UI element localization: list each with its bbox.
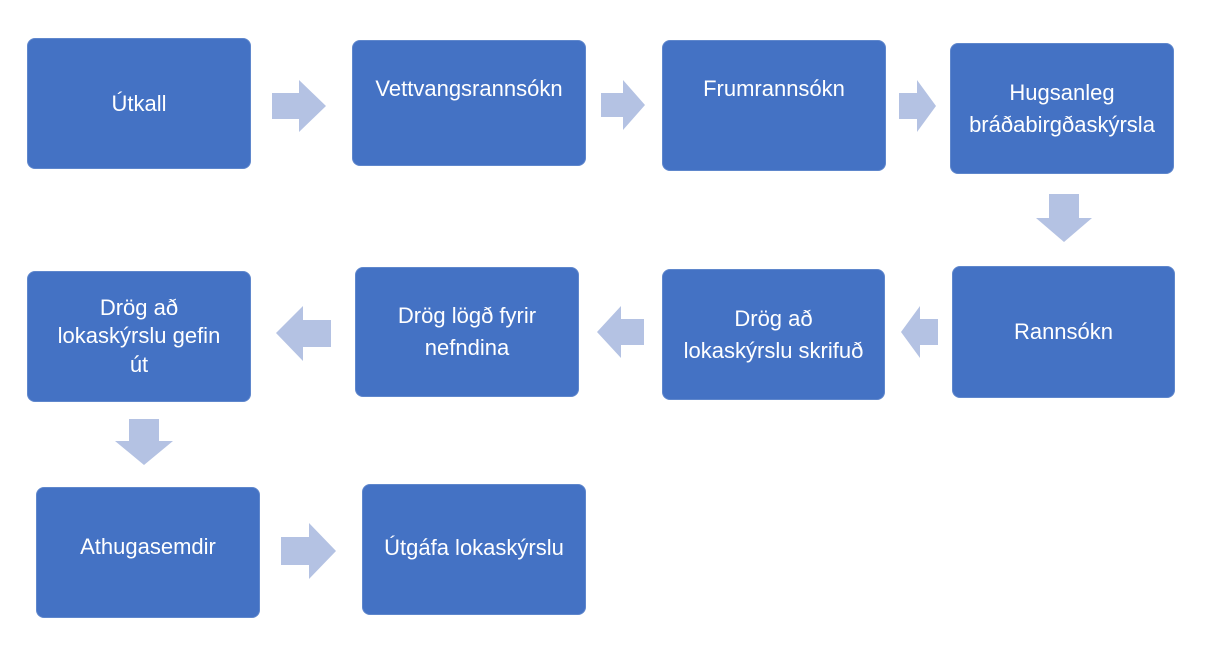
step-label: Útkall bbox=[111, 90, 167, 116]
step-utkall: Útkall bbox=[27, 38, 251, 169]
arrow-down-icon bbox=[1036, 194, 1092, 242]
step-drog-ad-lokaskyrslu-skrifud: Drög að lokaskýrslu skrifuð bbox=[662, 269, 885, 400]
arrow-right-icon bbox=[281, 523, 336, 579]
arrow-left-icon bbox=[597, 306, 644, 358]
step-drog-ad-lokaskyrslu-gefin-ut: Drög að lokaskýrslu gefin út bbox=[27, 271, 251, 402]
step-drog-logd-fyrir-nefndina: Drög lögð fyrir nefndina bbox=[355, 267, 579, 397]
step-label: Athugasemdir bbox=[80, 534, 216, 559]
step-vettvangsrannsokn: Vettvangsrannsókn bbox=[352, 40, 586, 166]
arrow-right-icon bbox=[272, 80, 326, 132]
step-label: Hugsanleg bráðabirgðaskýrsla bbox=[969, 79, 1155, 137]
step-label: Drög lögð fyrir nefndina bbox=[397, 303, 537, 360]
step-label: Vettvangsrannsókn bbox=[375, 76, 563, 101]
step-label: Frumrannsókn bbox=[703, 76, 845, 101]
arrow-down-icon bbox=[115, 419, 173, 465]
arrow-right-icon bbox=[899, 80, 936, 132]
step-rannsokn: Rannsókn bbox=[952, 266, 1175, 398]
step-label: Drög að lokaskýrslu gefin út bbox=[57, 294, 221, 377]
step-label: Rannsókn bbox=[1013, 319, 1114, 345]
step-label: Útgáfa lokaskýrslu bbox=[384, 535, 564, 560]
step-athugasemdir: Athugasemdir bbox=[36, 487, 260, 618]
step-hugsanleg-bradabirgdaskyrsla: Hugsanleg bráðabirgðaskýrsla bbox=[950, 43, 1174, 174]
step-utgafa-lokaskyrslu: Útgáfa lokaskýrslu bbox=[362, 484, 586, 615]
arrow-right-icon bbox=[601, 80, 645, 130]
step-label: Drög að lokaskýrslu skrifuð bbox=[683, 305, 864, 363]
arrow-left-icon bbox=[901, 306, 938, 358]
arrow-left-icon bbox=[276, 306, 331, 361]
step-frumrannsokn: Frumrannsókn bbox=[662, 40, 886, 171]
